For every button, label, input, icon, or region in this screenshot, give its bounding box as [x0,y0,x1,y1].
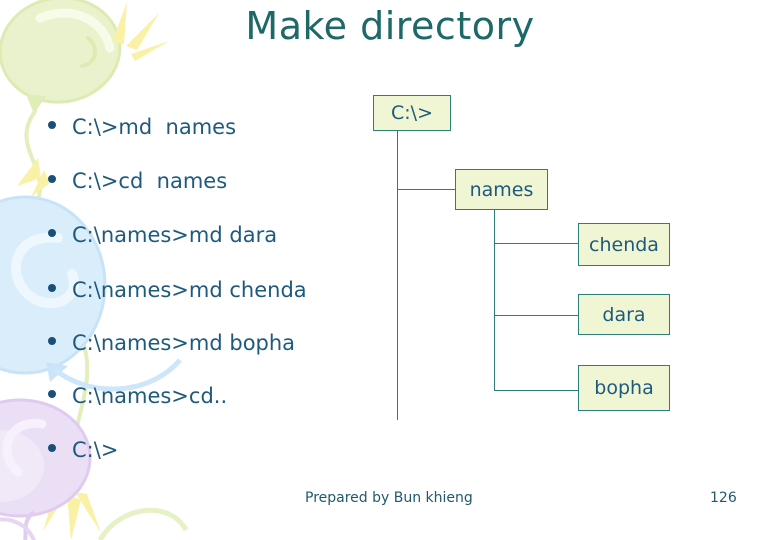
tree-connector-line [397,189,455,190]
tree-connector-line [495,243,578,244]
bullet-text: C:\>cd names [72,169,228,193]
purple-balloon-icon [0,398,92,540]
bullet-text: C:\names>md bopha [72,331,296,355]
bullet-text: C:\> [72,438,119,462]
bullet-item: C:\names>md bopha [48,331,295,357]
tree-node-root: C:\> [373,95,451,131]
bullet-item: C:\>md names [48,115,236,141]
footer-prepared-by: Prepared by Bun khieng [305,490,473,506]
bullet-text: C:\>md names [72,115,237,139]
bullet-dot-icon [48,121,56,129]
page-title: Make directory [245,4,535,48]
bullet-dot-icon [48,175,56,183]
bullet-item: C:\names>cd.. [48,384,227,410]
tree-connector-line [397,131,398,420]
bullet-item: C:\names>md chenda [48,278,307,304]
bullet-text: C:\names>md chenda [72,278,307,302]
tree-node-chenda: chenda [578,223,670,266]
bullet-dot-icon [48,444,56,452]
tree-node-names: names [455,169,548,210]
bullet-item: C:\>cd names [48,169,227,195]
bullet-dot-icon [48,390,56,398]
bullet-text: C:\names>md dara [72,223,278,247]
tree-node-bopha: bopha [578,365,670,411]
bullet-dot-icon [48,284,56,292]
tree-node-dara: dara [578,294,670,335]
tree-connector-line [495,315,578,316]
bullet-item: C:\> [48,438,118,464]
bullet-dot-icon [48,229,56,237]
bullet-dot-icon [48,337,56,345]
bullet-item: C:\names>md dara [48,223,277,249]
tree-connector-line [494,210,495,391]
tree-connector-line [495,390,578,391]
footer-page-number: 126 [710,490,737,506]
bullet-text: C:\names>cd.. [72,384,228,408]
